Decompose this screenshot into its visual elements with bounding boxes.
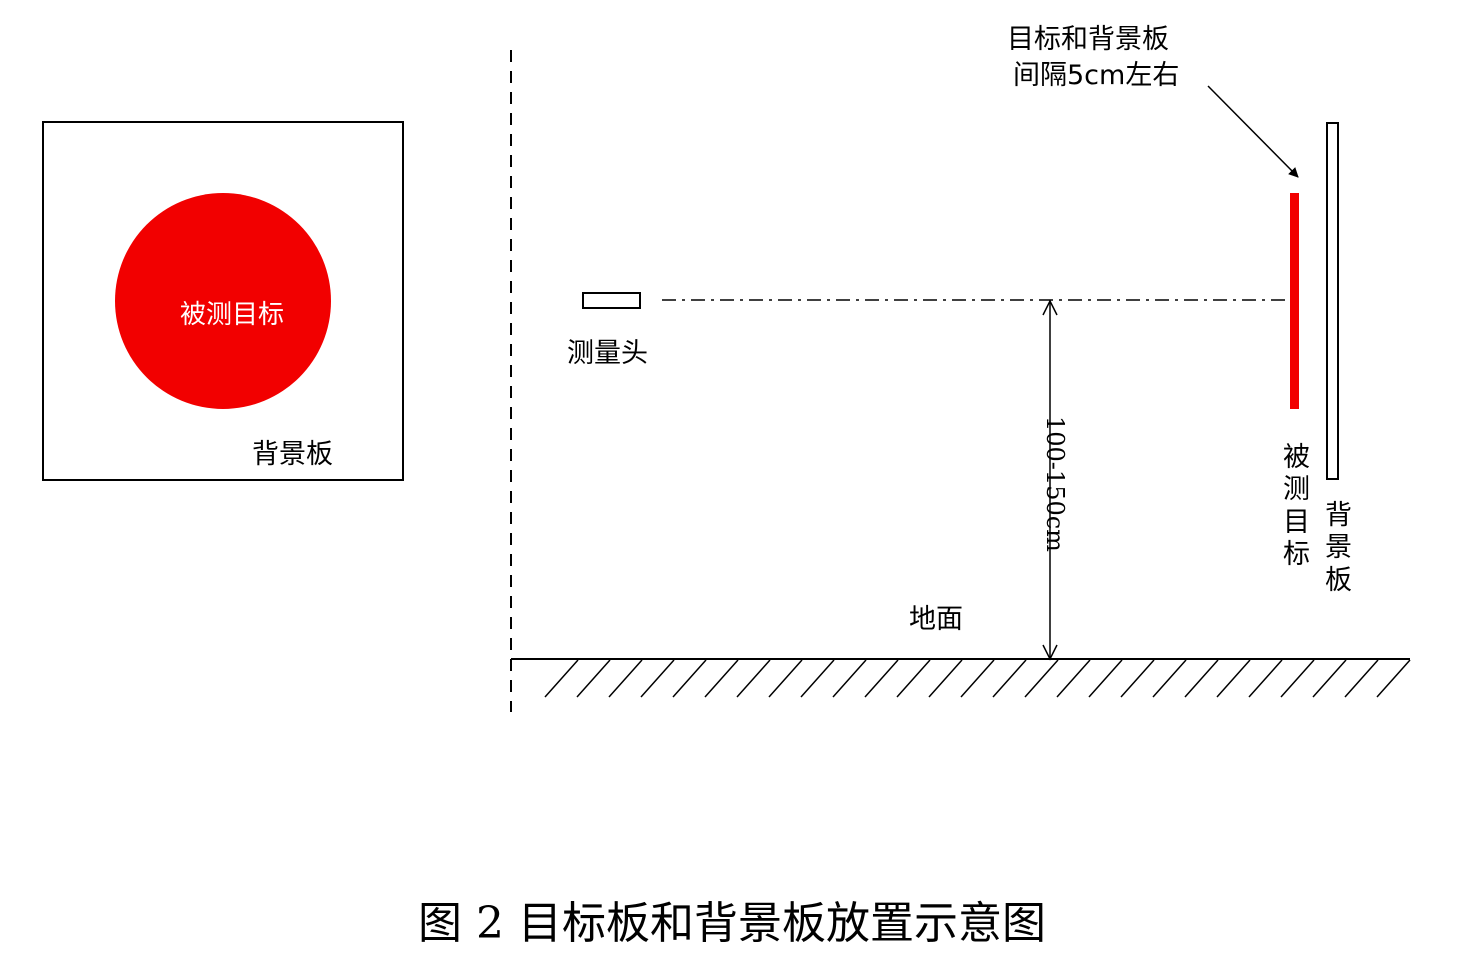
board-label-side: 背景板 [1325,500,1352,596]
hatch-stroke [928,659,963,698]
hatch-stroke [992,659,1027,698]
hatch-stroke [1312,659,1347,698]
hatch-stroke [960,659,995,698]
hatch-stroke [1056,659,1091,698]
hatch-stroke [736,659,771,698]
target-circle [115,193,331,409]
hatch-stroke [800,659,835,698]
figure-caption: 图 2 目标板和背景板放置示意图 [418,898,1046,949]
background-board-side [1326,122,1339,480]
target-label-side: 被测目标 [1283,442,1310,571]
hatch-stroke [896,659,931,698]
measuring-head [582,292,641,309]
hatch-stroke [1376,659,1411,698]
ground-label: 地面 [909,604,963,635]
hatch-stroke [1152,659,1187,698]
hatch-stroke [1248,659,1283,698]
hatch-stroke [608,659,643,698]
annotation-line-1: 目标和背景板 [1007,24,1169,55]
hatch-stroke [1088,659,1123,698]
hatch-stroke [640,659,675,698]
hatch-stroke [864,659,899,698]
hatch-stroke [1184,659,1219,698]
hatch-stroke [1344,659,1379,698]
board-label-front: 背景板 [252,439,333,470]
annotation-line-2: 间隔5cm左右 [1013,60,1180,91]
annotation-arrow [1207,85,1299,178]
measuring-head-label: 测量头 [567,338,648,369]
dimension-arrow-top [1042,299,1058,316]
hatch-stroke [832,659,867,698]
target-plate-side [1290,193,1299,409]
hatch-stroke [1280,659,1315,698]
height-label: 100-150cm [1041,416,1069,552]
hatch-stroke [544,659,579,698]
hatch-stroke [1216,659,1251,698]
hatch-stroke [1120,659,1155,698]
hatch-stroke [1024,659,1059,698]
hatch-stroke [576,659,611,698]
hatch-stroke [768,659,803,698]
target-label-front: 被测目标 [180,300,285,330]
ground-hatching [544,659,1411,698]
hatch-stroke [672,659,707,698]
hatch-stroke [704,659,739,698]
